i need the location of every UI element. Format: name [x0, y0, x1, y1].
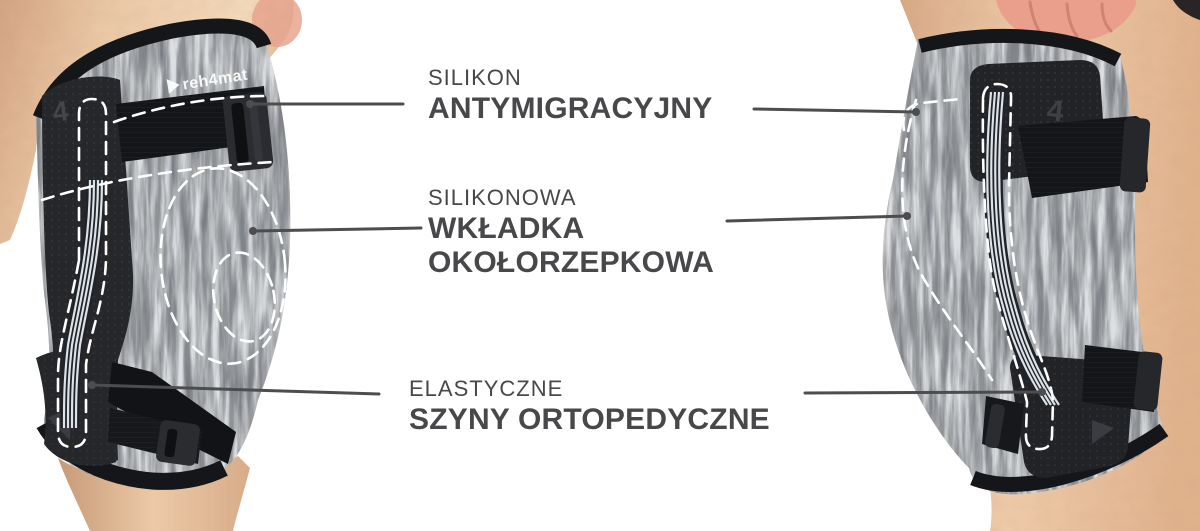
callout-silicone-anti-migration: SILIKON ANTYMIGRACYJNY: [428, 64, 713, 126]
brand-emblem-right-top: 4: [1045, 94, 1065, 129]
callout-silicone-patellar-insert: SILIKONOWA WKŁADKA OKOŁORZEPKOWA: [428, 184, 773, 280]
strap-band-dash-top: [112, 94, 268, 124]
brand-emblem-left-top: 4: [51, 95, 71, 128]
left-brace-lower-straps: [108, 362, 236, 466]
right-upper-strap: [1018, 116, 1151, 198]
left-brace-upper-strap: [116, 86, 274, 172]
right-lower-straps: [982, 345, 1163, 454]
left-strap-buckle: [222, 92, 274, 172]
shorts-hem-corner: [1173, 0, 1200, 20]
brand-arrow-emblem-right: [1092, 420, 1114, 444]
splint-channel-dash: [56, 97, 108, 449]
callout-title: ANTYMIGRACYJNY: [428, 92, 713, 125]
right-splint-stripes: [983, 91, 1061, 411]
patellar-ring-dash-large: [159, 167, 287, 365]
left-lower-buckle: [156, 420, 200, 466]
patellar-ring-dash-small: [211, 251, 277, 343]
callout-elastic-orthopedic-splints: ELASTYCZNE SZYNY ORTOPEDYCZNE: [409, 375, 770, 437]
left-dashed-markings: [40, 94, 287, 449]
callout-title: WKŁADKA OKOŁORZEPKOWA: [428, 212, 714, 279]
callout-title: SZYNY ORTOPEDYCZNE: [409, 403, 770, 436]
knee-brace-right-photo: 4: [882, 0, 1200, 531]
right-upper-strap-keeper: [1119, 117, 1151, 193]
insert-area-dash-curve: [900, 98, 994, 382]
callout-eyebrow: SILIKON: [428, 65, 522, 90]
strap-band-dash-bottom: [40, 160, 276, 202]
right-lower-strap-keeper: [1133, 351, 1163, 411]
callout-eyebrow: ELASTYCZNE: [409, 376, 564, 401]
left-splint-stripes: [60, 179, 106, 429]
knee-brace-left-photo: 4: [0, 0, 302, 531]
callout-eyebrow: SILIKONOWA: [428, 185, 577, 210]
splint-channel-dash-right: [981, 82, 1055, 451]
right-brace-top-band: [918, 28, 1122, 67]
right-brace-bottom-band: [970, 423, 1169, 492]
left-brace-top-band: [33, 18, 272, 121]
brand-logo-mark-icon: [166, 79, 180, 94]
